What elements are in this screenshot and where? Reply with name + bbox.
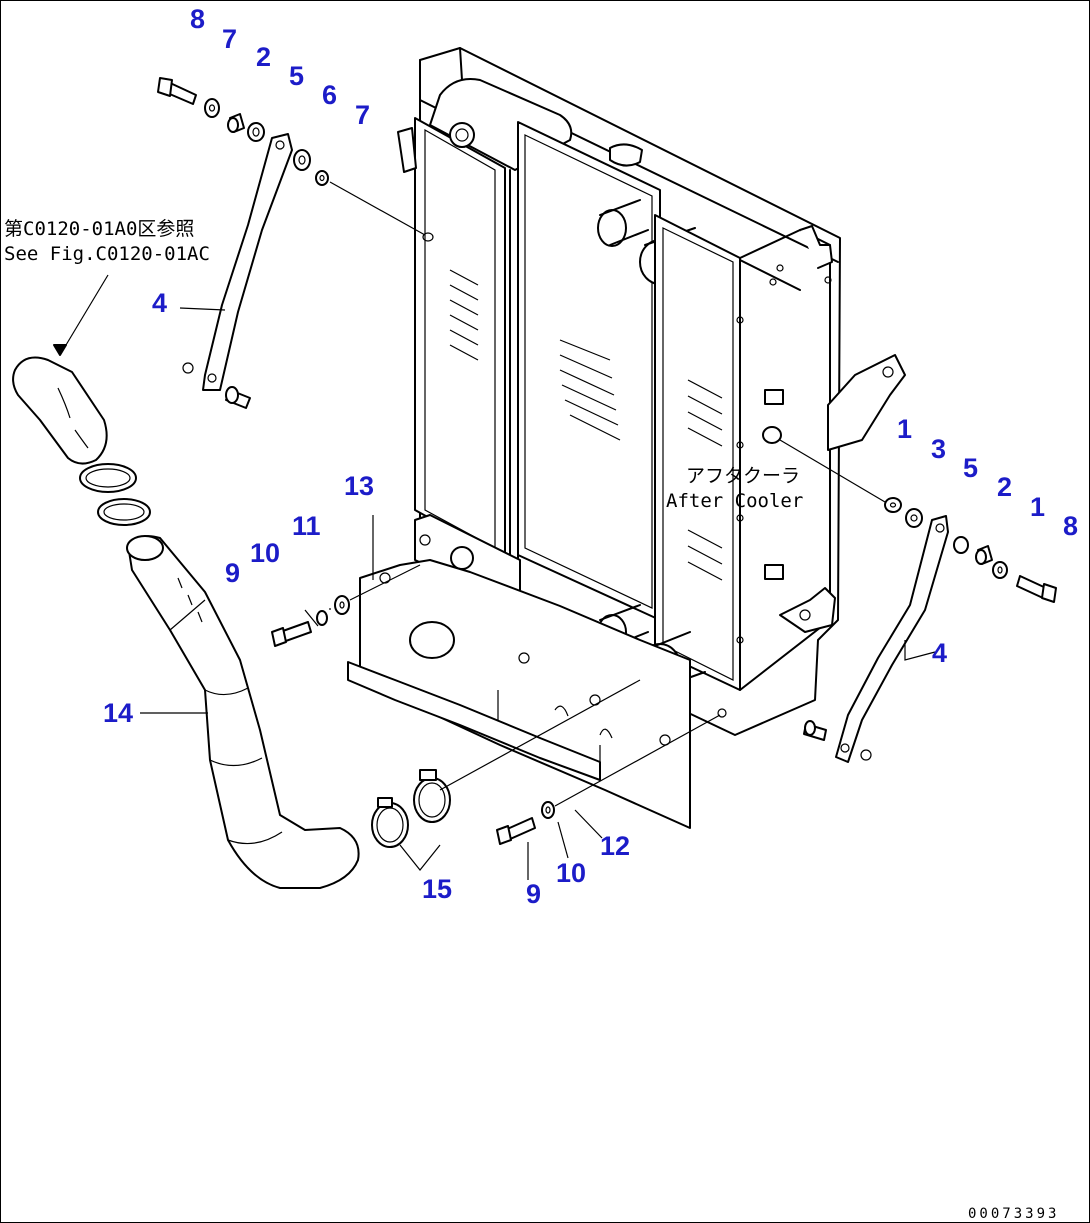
stay-left (182, 133, 293, 409)
hardware-lower-middle (496, 708, 727, 845)
callout-1: 1 (897, 414, 912, 444)
radiator-assembly (397, 47, 906, 736)
callout-4: 4 (152, 288, 167, 318)
lower-hose-14 (126, 535, 360, 889)
callout-12: 12 (600, 831, 630, 861)
notes: 第C0120-01A0区参照 See Fig.C0120-01AC アフタクーラ… (4, 218, 1059, 1222)
drawing-code: 00073393 (968, 1206, 1059, 1222)
callout-8: 8 (190, 4, 205, 34)
callout-7: 7 (355, 100, 370, 130)
callout-8: 8 (1063, 511, 1078, 541)
callout-9: 9 (526, 879, 541, 909)
lower-shroud-plates (347, 559, 691, 829)
callout-2: 2 (997, 472, 1012, 502)
callout-14: 14 (103, 698, 133, 728)
leader-lines (53, 274, 936, 880)
hardware-upper-left (157, 77, 434, 242)
callout-5: 5 (963, 453, 978, 483)
callout-4: 4 (932, 638, 947, 668)
callout-10: 10 (250, 538, 280, 568)
hardware-right (779, 439, 1057, 603)
stay-right (803, 515, 949, 763)
reference-note-jp: 第C0120-01A0区参照 (4, 218, 194, 240)
callout-2: 2 (256, 42, 271, 72)
callouts: 8 7 2 5 6 7 4 1 3 5 2 1 8 13 11 10 9 14 … (103, 4, 1078, 909)
callout-7: 7 (222, 24, 237, 54)
reference-note-en: See Fig.C0120-01AC (4, 243, 210, 265)
callout-1: 1 (1030, 492, 1045, 522)
callout-9: 9 (225, 558, 240, 588)
callout-5: 5 (289, 61, 304, 91)
callout-6: 6 (322, 80, 337, 110)
callout-15: 15 (422, 874, 452, 904)
clamps-15 (371, 679, 641, 848)
callout-10: 10 (556, 858, 586, 888)
hardware-lower-left (271, 564, 421, 647)
aftercooler-label-jp: アフタクーラ (686, 465, 800, 487)
callout-11: 11 (292, 511, 321, 541)
upper-hose (12, 356, 151, 526)
callout-13: 13 (344, 471, 374, 501)
aftercooler-label-en: After Cooler (666, 490, 803, 512)
callout-3: 3 (931, 434, 946, 464)
